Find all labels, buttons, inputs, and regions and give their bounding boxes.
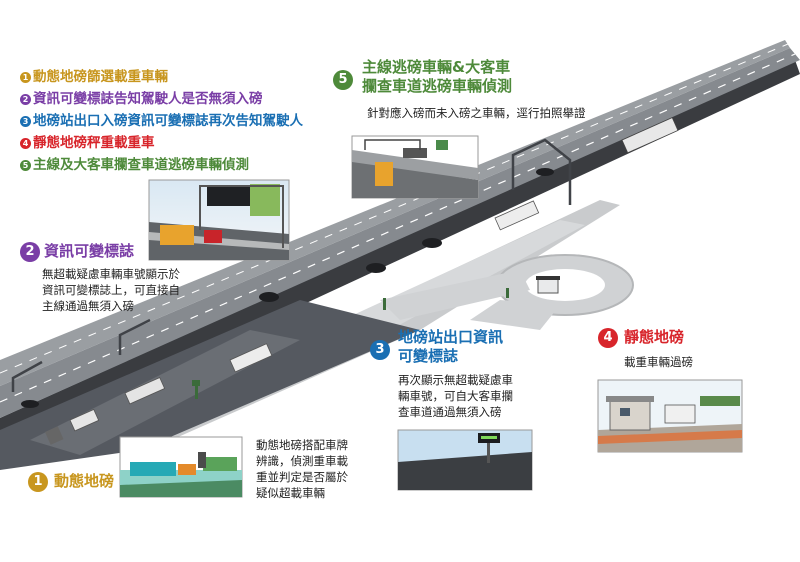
number-badge: 4 [20, 137, 31, 149]
main-highway [0, 40, 800, 418]
section-5-title: 主線逃磅車輛&大客車 攔查車道逃磅車輛偵測 [362, 58, 512, 96]
number-badge: 2 [20, 93, 31, 105]
desc-line: 主線通過無須入磅 [42, 299, 134, 313]
desc-line: 辨識，偵測重車載 [256, 454, 348, 468]
title-line: 可變標誌 [398, 347, 459, 365]
section-2-title: 資訊可變標誌 [44, 242, 135, 260]
section-4-desc: 載重車輛過磅 [624, 355, 693, 369]
badge-3: 3 [370, 340, 390, 360]
badge-5: 5 [333, 70, 353, 90]
photo-exit-sign [397, 429, 533, 491]
desc-line: 無超載疑慮車輛車號顯示於 [42, 267, 180, 281]
photo-mainline-enforcement [351, 135, 479, 199]
desc-line: 查車道通過無須入磅 [398, 405, 502, 419]
number-badge: 3 [20, 115, 31, 127]
cctv-pole [192, 288, 509, 399]
legend-label: 主線及大客車攔查車道逃磅車輛偵測 [33, 157, 249, 173]
badge-1: 1 [28, 472, 48, 492]
desc-line: 資訊可變標誌上，可直接自 [42, 283, 180, 297]
section-2-desc: 無超載疑慮車輛車號顯示於 資訊可變標誌上，可直接自 主線通過無須入磅 [42, 266, 180, 314]
section-3-desc: 再次顯示無超載疑慮車 輛車號，可自大客車攔 查車道通過無須入磅 [398, 372, 513, 420]
number-badge: 1 [20, 71, 31, 83]
section-1-title: 動態地磅 [54, 472, 115, 490]
desc-line: 再次顯示無超載疑慮車 [398, 373, 513, 387]
section-4-title: 靜態地磅 [624, 328, 685, 346]
desc-line: 輛車號，可自大客車攔 [398, 389, 513, 403]
badge-2: 2 [20, 242, 40, 262]
photo-static-scale [597, 379, 743, 453]
title-line: 地磅站出口資訊 [398, 328, 504, 346]
legend-label: 動態地磅篩選載重車輛 [33, 69, 168, 85]
desc-line: 疑似超載車輛 [256, 486, 325, 500]
title-line: 主線逃磅車輛&大客車 [362, 58, 511, 76]
weigh-booth [536, 276, 560, 294]
photo-variable-message-sign [148, 179, 290, 261]
section-1-desc: 動態地磅搭配車牌 辨識，偵測重車載 重並判定是否屬於 疑似超載車輛 [256, 437, 348, 501]
desc-line: 動態地磅搭配車牌 [256, 438, 348, 452]
photo-wim [119, 436, 243, 498]
section-3-title: 地磅站出口資訊 可變標誌 [398, 328, 503, 366]
title-line: 攔查車道逃磅車輛偵測 [362, 77, 513, 95]
legend-label: 地磅站出口入磅資訊可變標誌再次告知駕駛人 [33, 113, 303, 129]
legend-label: 資訊可變標誌告知駕駛人是否無須入磅 [33, 91, 263, 107]
section-5-desc: 針對應入磅而未入磅之車輛，逕行拍照舉證 [367, 106, 586, 120]
legend-label: 靜態地磅秤重載重車 [33, 135, 155, 151]
vehicles [21, 117, 679, 445]
number-badge: 5 [20, 159, 31, 171]
desc-line: 重並判定是否屬於 [256, 470, 348, 484]
badge-4: 4 [598, 328, 618, 348]
gantry [11, 138, 572, 392]
